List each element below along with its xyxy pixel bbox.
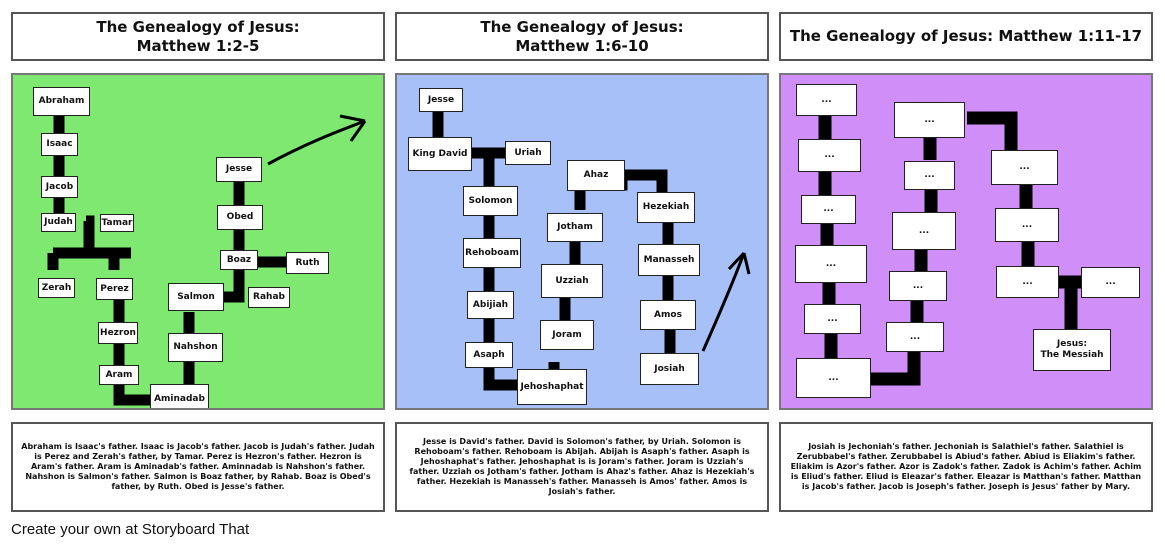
node-hezekiah: Hezekiah xyxy=(637,192,695,223)
node-jesus-the-messiah: Jesus: The Messiah xyxy=(1033,329,1111,371)
panel-2-title: The Genealogy of Jesus: Matthew 1:6-10 xyxy=(395,12,769,61)
node-jesse: Jesse xyxy=(216,157,262,182)
node-joram: Joram xyxy=(540,320,594,350)
node-unknown-2: ... xyxy=(798,139,861,172)
continuation-arrow xyxy=(701,252,746,352)
panel-3-genealogy-diagram: ... ... ... ... ... ... ... ... ... ... … xyxy=(779,73,1153,410)
node-unknown-8: ... xyxy=(889,271,947,301)
node-unknown-3: ... xyxy=(801,195,856,224)
panel-1-genealogy-diagram: Abraham Isaac Jacob Judah Tamar Zerah Pe… xyxy=(11,73,385,410)
node-uriah: Uriah xyxy=(505,141,551,165)
panel-1-caption-text: Abraham is Isaac's father. Isaac is Jaco… xyxy=(21,442,375,491)
panel-2-connectors xyxy=(432,110,751,391)
node-asaph: Asaph xyxy=(465,342,513,368)
storyboard-that-credit[interactable]: Create your own at Storyboard That xyxy=(11,521,250,538)
node-amos: Amos xyxy=(640,300,696,330)
node-ahaz: Ahaz xyxy=(567,160,625,191)
node-ruth: Ruth xyxy=(286,252,329,274)
node-unknown-4: ... xyxy=(795,245,867,283)
node-jesse: Jesse xyxy=(419,88,463,112)
node-unknown-10: ... xyxy=(904,161,955,190)
node-unknown-7: ... xyxy=(886,322,944,352)
panel-2-caption-text: Jesse is David's father. David is Solomo… xyxy=(409,437,755,496)
node-salmon: Salmon xyxy=(168,283,224,311)
node-zerah: Zerah xyxy=(38,278,75,298)
node-unknown-12: ... xyxy=(991,150,1058,185)
panel-2-caption: Jesse is David's father. David is Solomo… xyxy=(395,422,769,512)
node-uzziah: Uzziah xyxy=(541,264,603,298)
node-perez: Perez xyxy=(96,278,133,300)
node-judah: Judah xyxy=(41,213,76,232)
node-king-david: King David xyxy=(408,137,472,171)
continuation-arrow xyxy=(267,119,366,166)
node-abijiah: Abijiah xyxy=(467,291,514,319)
panel-1-title: The Genealogy of Jesus: Matthew 1:2-5 xyxy=(11,12,385,61)
panel-1-caption: Abraham is Isaac's father. Isaac is Jaco… xyxy=(11,422,385,512)
node-abraham: Abraham xyxy=(33,87,90,116)
node-jacob: Jacob xyxy=(41,176,78,198)
panel-3-connectors xyxy=(818,111,1083,386)
node-unknown-13: ... xyxy=(995,208,1059,242)
node-unknown-9: ... xyxy=(892,212,956,250)
node-hezron: Hezron xyxy=(98,322,138,344)
panel-2-genealogy-diagram: Jesse King David Uriah Solomon Rehoboam … xyxy=(395,73,769,410)
node-unknown-5: ... xyxy=(804,304,861,334)
node-nahshon: Nahshon xyxy=(168,333,223,362)
node-rahab: Rahab xyxy=(248,287,290,308)
node-aram: Aram xyxy=(99,365,139,385)
node-jehoshaphat: Jehoshaphat xyxy=(517,369,587,405)
node-unknown-11: ... xyxy=(894,102,965,138)
panel-3-caption-text: Josiah is Jechoniah's father. Jechoniah … xyxy=(790,442,1142,491)
node-unknown-15: ... xyxy=(1081,267,1140,298)
node-unknown-6: ... xyxy=(796,358,871,398)
node-obed: Obed xyxy=(217,205,263,230)
panel-3-caption: Josiah is Jechoniah's father. Jechoniah … xyxy=(779,422,1153,512)
node-josiah: Josiah xyxy=(640,353,699,385)
node-boaz: Boaz xyxy=(220,250,258,270)
node-rehoboam: Rehoboam xyxy=(463,238,521,268)
node-tamar: Tamar xyxy=(100,214,134,232)
node-unknown-14: ... xyxy=(996,266,1059,298)
node-jotham: Jotham xyxy=(547,213,603,242)
node-solomon: Solomon xyxy=(463,186,518,216)
node-isaac: Isaac xyxy=(41,133,78,156)
node-manasseh: Manasseh xyxy=(638,244,700,276)
node-unknown-1: ... xyxy=(796,84,857,116)
node-aminadab: Aminadab xyxy=(150,384,209,408)
panel-3-title: The Genealogy of Jesus: Matthew 1:11-17 xyxy=(779,12,1153,61)
